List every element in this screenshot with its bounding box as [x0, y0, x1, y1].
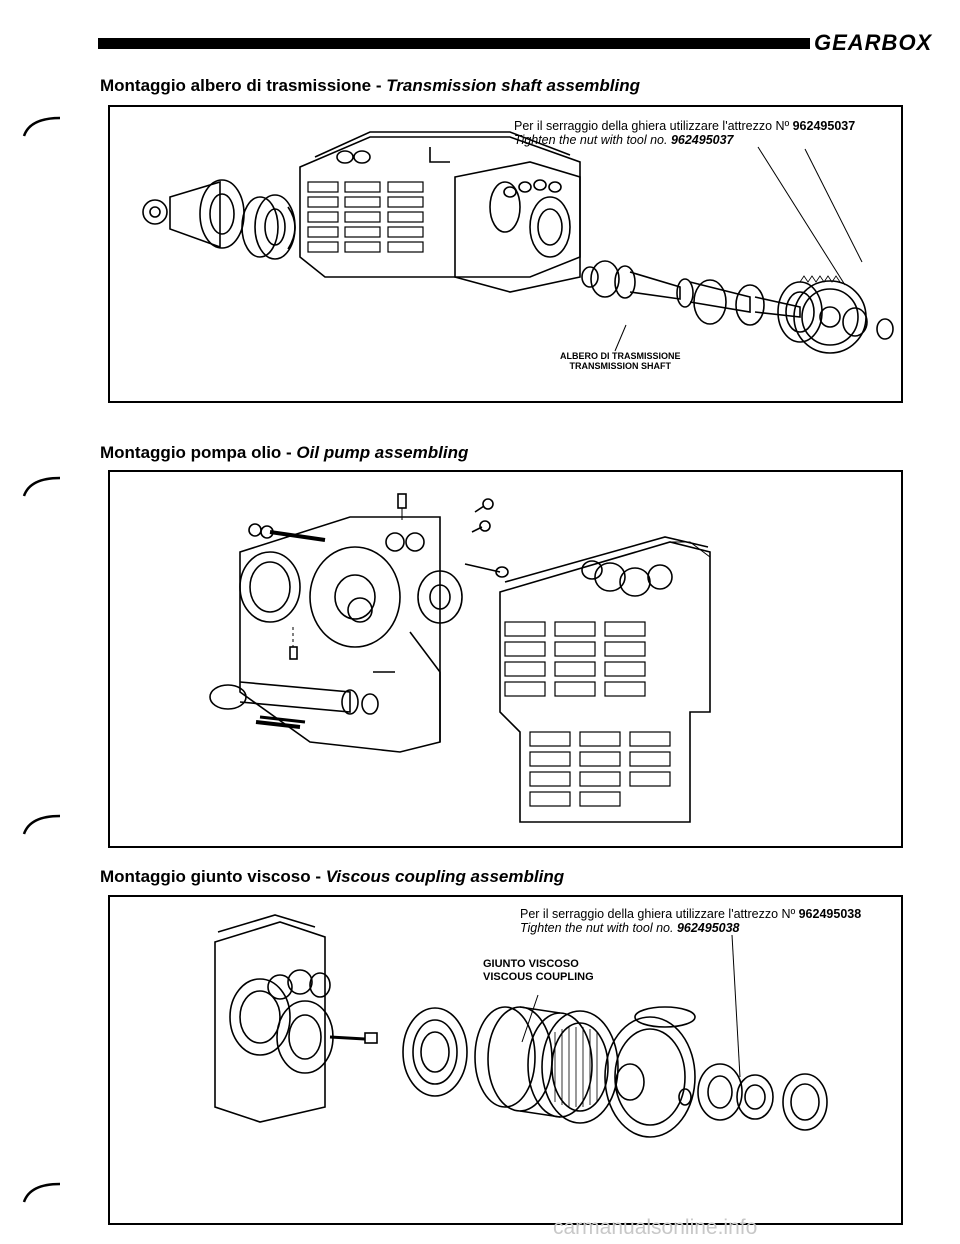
transmission-shaft-exploded-view — [142, 131, 894, 354]
tool-note: Per il serraggio della ghiera utilizzare… — [514, 119, 855, 147]
tool-number: 962495037 — [792, 119, 856, 133]
tool-note-en: Tighten the nut with tool no. — [514, 133, 671, 147]
callout-viscous-coupling: GIUNTO VISCOSO VISCOUS COUPLING — [483, 958, 594, 984]
oil-pump-exploded-view — [209, 493, 711, 823]
callout-transmission-shaft: ALBERO DI TRASMISSIONE TRANSMISSION SHAF… — [560, 351, 681, 371]
tool-note-it: Per il serraggio della ghiera utilizzare… — [514, 119, 793, 133]
margin-mark — [22, 1182, 61, 1203]
callout-line-it: GIUNTO VISCOSO — [483, 958, 579, 970]
margin-mark — [22, 116, 61, 137]
tool-note: Per il serraggio della ghiera utilizzare… — [520, 907, 861, 935]
tool-number: 962495038 — [798, 907, 862, 921]
callout-line-en: TRANSMISSION SHAFT — [569, 361, 672, 371]
section-title-it: Montaggio albero di trasmissione - — [100, 76, 387, 95]
margin-mark — [22, 814, 61, 835]
section-title-oil-pump: Montaggio pompa olio - Oil pump assembli… — [100, 443, 468, 463]
section-title-en: Viscous coupling assembling — [325, 867, 565, 886]
diagram-panel-transmission-shaft: Per il serraggio della ghiera utilizzare… — [108, 105, 903, 403]
header-bar — [98, 38, 810, 49]
section-title-it: Montaggio giunto viscoso - — [100, 867, 326, 886]
section-title-en: Oil pump assembling — [296, 443, 469, 462]
page-header-title: GEARBOX — [814, 30, 933, 55]
diagram-panel-oil-pump — [108, 470, 903, 848]
tool-number-en: 962495038 — [676, 921, 740, 935]
tool-note-it: Per il serraggio della ghiera utilizzare… — [520, 907, 799, 921]
watermark: carmanualsonline.info — [553, 1216, 758, 1239]
margin-mark — [22, 476, 61, 497]
callout-line-it: ALBERO DI TRASMISSIONE — [560, 351, 681, 361]
section-title-transmission-shaft: Montaggio albero di trasmissione - Trans… — [100, 76, 640, 96]
tool-number-en: 962495037 — [670, 133, 734, 147]
section-title-it: Montaggio pompa olio - — [100, 443, 297, 462]
callout-line-en: VISCOUS COUPLING — [483, 971, 594, 983]
section-title-viscous-coupling: Montaggio giunto viscoso - Viscous coupl… — [100, 867, 564, 887]
tool-note-en: Tighten the nut with tool no. — [520, 921, 677, 935]
section-title-en: Transmission shaft assembling — [386, 76, 641, 95]
viscous-coupling-exploded-view — [214, 914, 828, 1138]
diagram-panel-viscous-coupling: Per il serraggio della ghiera utilizzare… — [108, 895, 903, 1225]
